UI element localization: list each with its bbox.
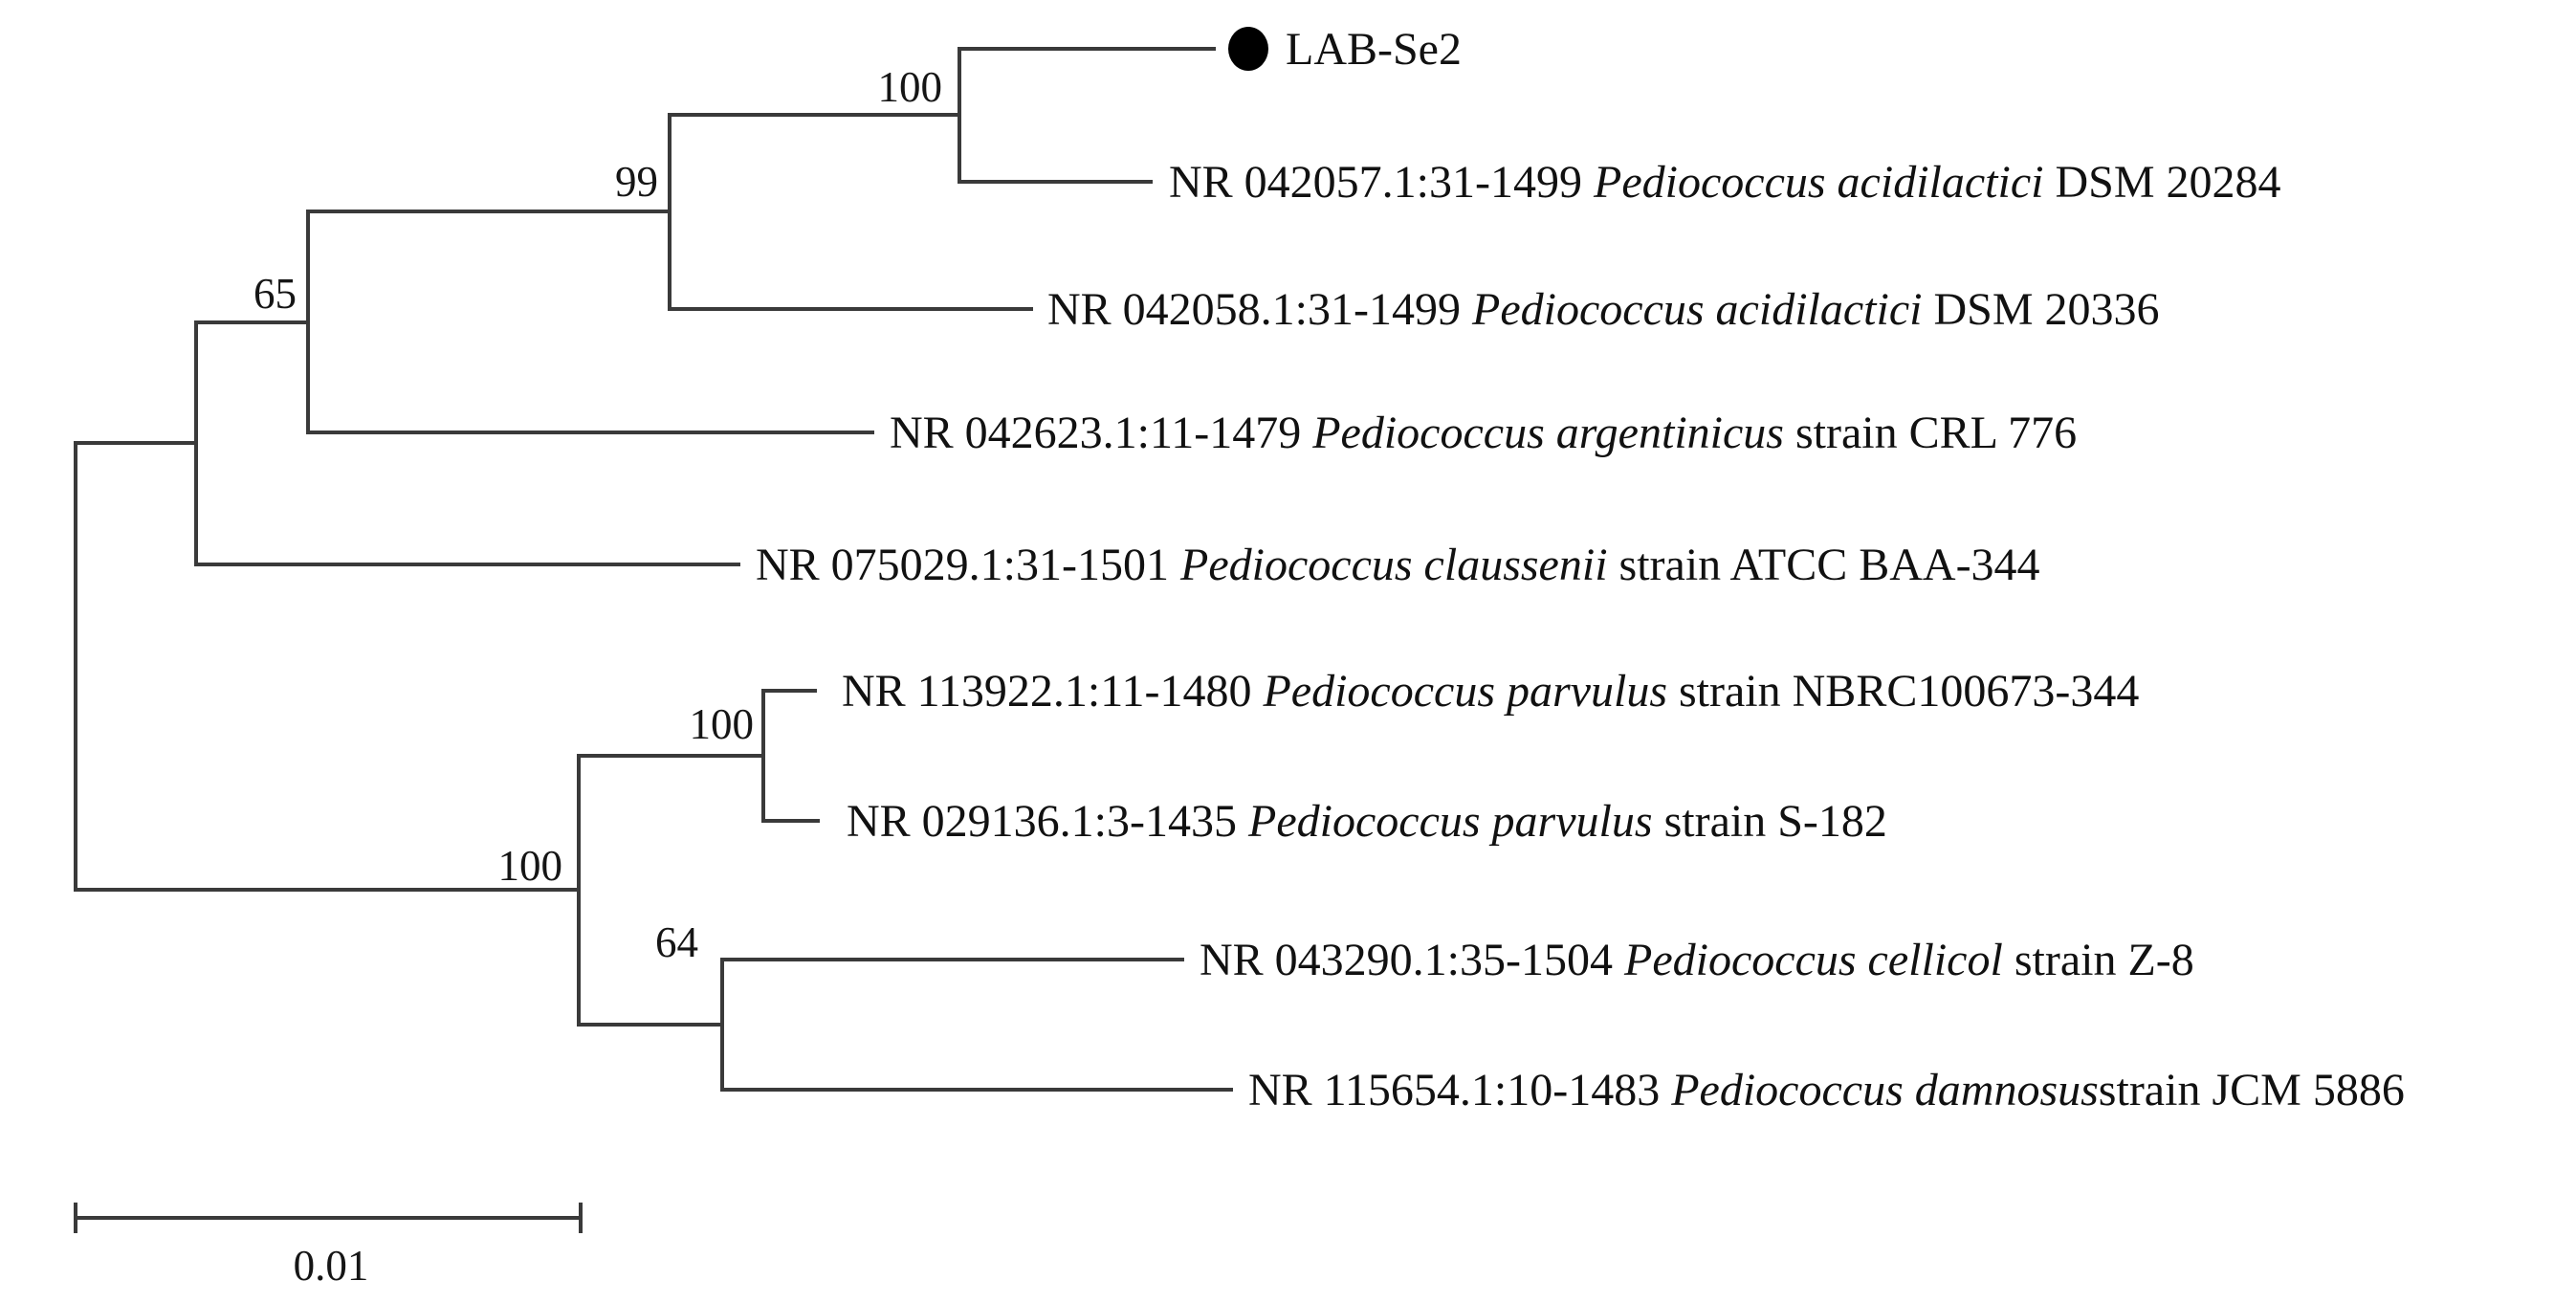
filled-circle-marker-lab-se2 — [1228, 27, 1268, 71]
bootstrap-label-node-64: 64 — [655, 918, 698, 966]
bootstrap-label-node-100-parv: 100 — [690, 700, 755, 748]
bootstrap-label-node-100-top: 100 — [878, 63, 943, 111]
taxon-label-nr-115654: NR 115654.1:10-1483 Pediococcus damnosus… — [1248, 1065, 2405, 1115]
taxon-label-lab-se2: LAB-Se2 — [1286, 24, 1462, 75]
taxon-label-nr-043290: NR 043290.1:35-1504 Pediococcus cellicol… — [1200, 935, 2194, 985]
taxon-label-nr-075029: NR 075029.1:31-1501 Pediococcus claussen… — [756, 540, 2040, 590]
bootstrap-label-node-99: 99 — [615, 158, 658, 206]
bootstrap-label-node-100-lower: 100 — [498, 842, 563, 890]
taxon-label-nr-029136: NR 029136.1:3-1435 Pediococcus parvulus … — [847, 796, 1887, 847]
scale-bar-label: 0.01 — [294, 1242, 369, 1290]
taxon-label-nr-042057: NR 042057.1:31-1499 Pediococcus acidilac… — [1169, 157, 2281, 208]
taxon-label-nr-113922: NR 113922.1:11-1480 Pediococcus parvulus… — [842, 666, 2139, 717]
bootstrap-label-node-65: 65 — [253, 270, 297, 318]
taxon-label-nr-042623: NR 042623.1:11-1479 Pediococcus argentin… — [890, 408, 2077, 458]
taxon-label-nr-042058: NR 042058.1:31-1499 Pediococcus acidilac… — [1047, 284, 2160, 335]
